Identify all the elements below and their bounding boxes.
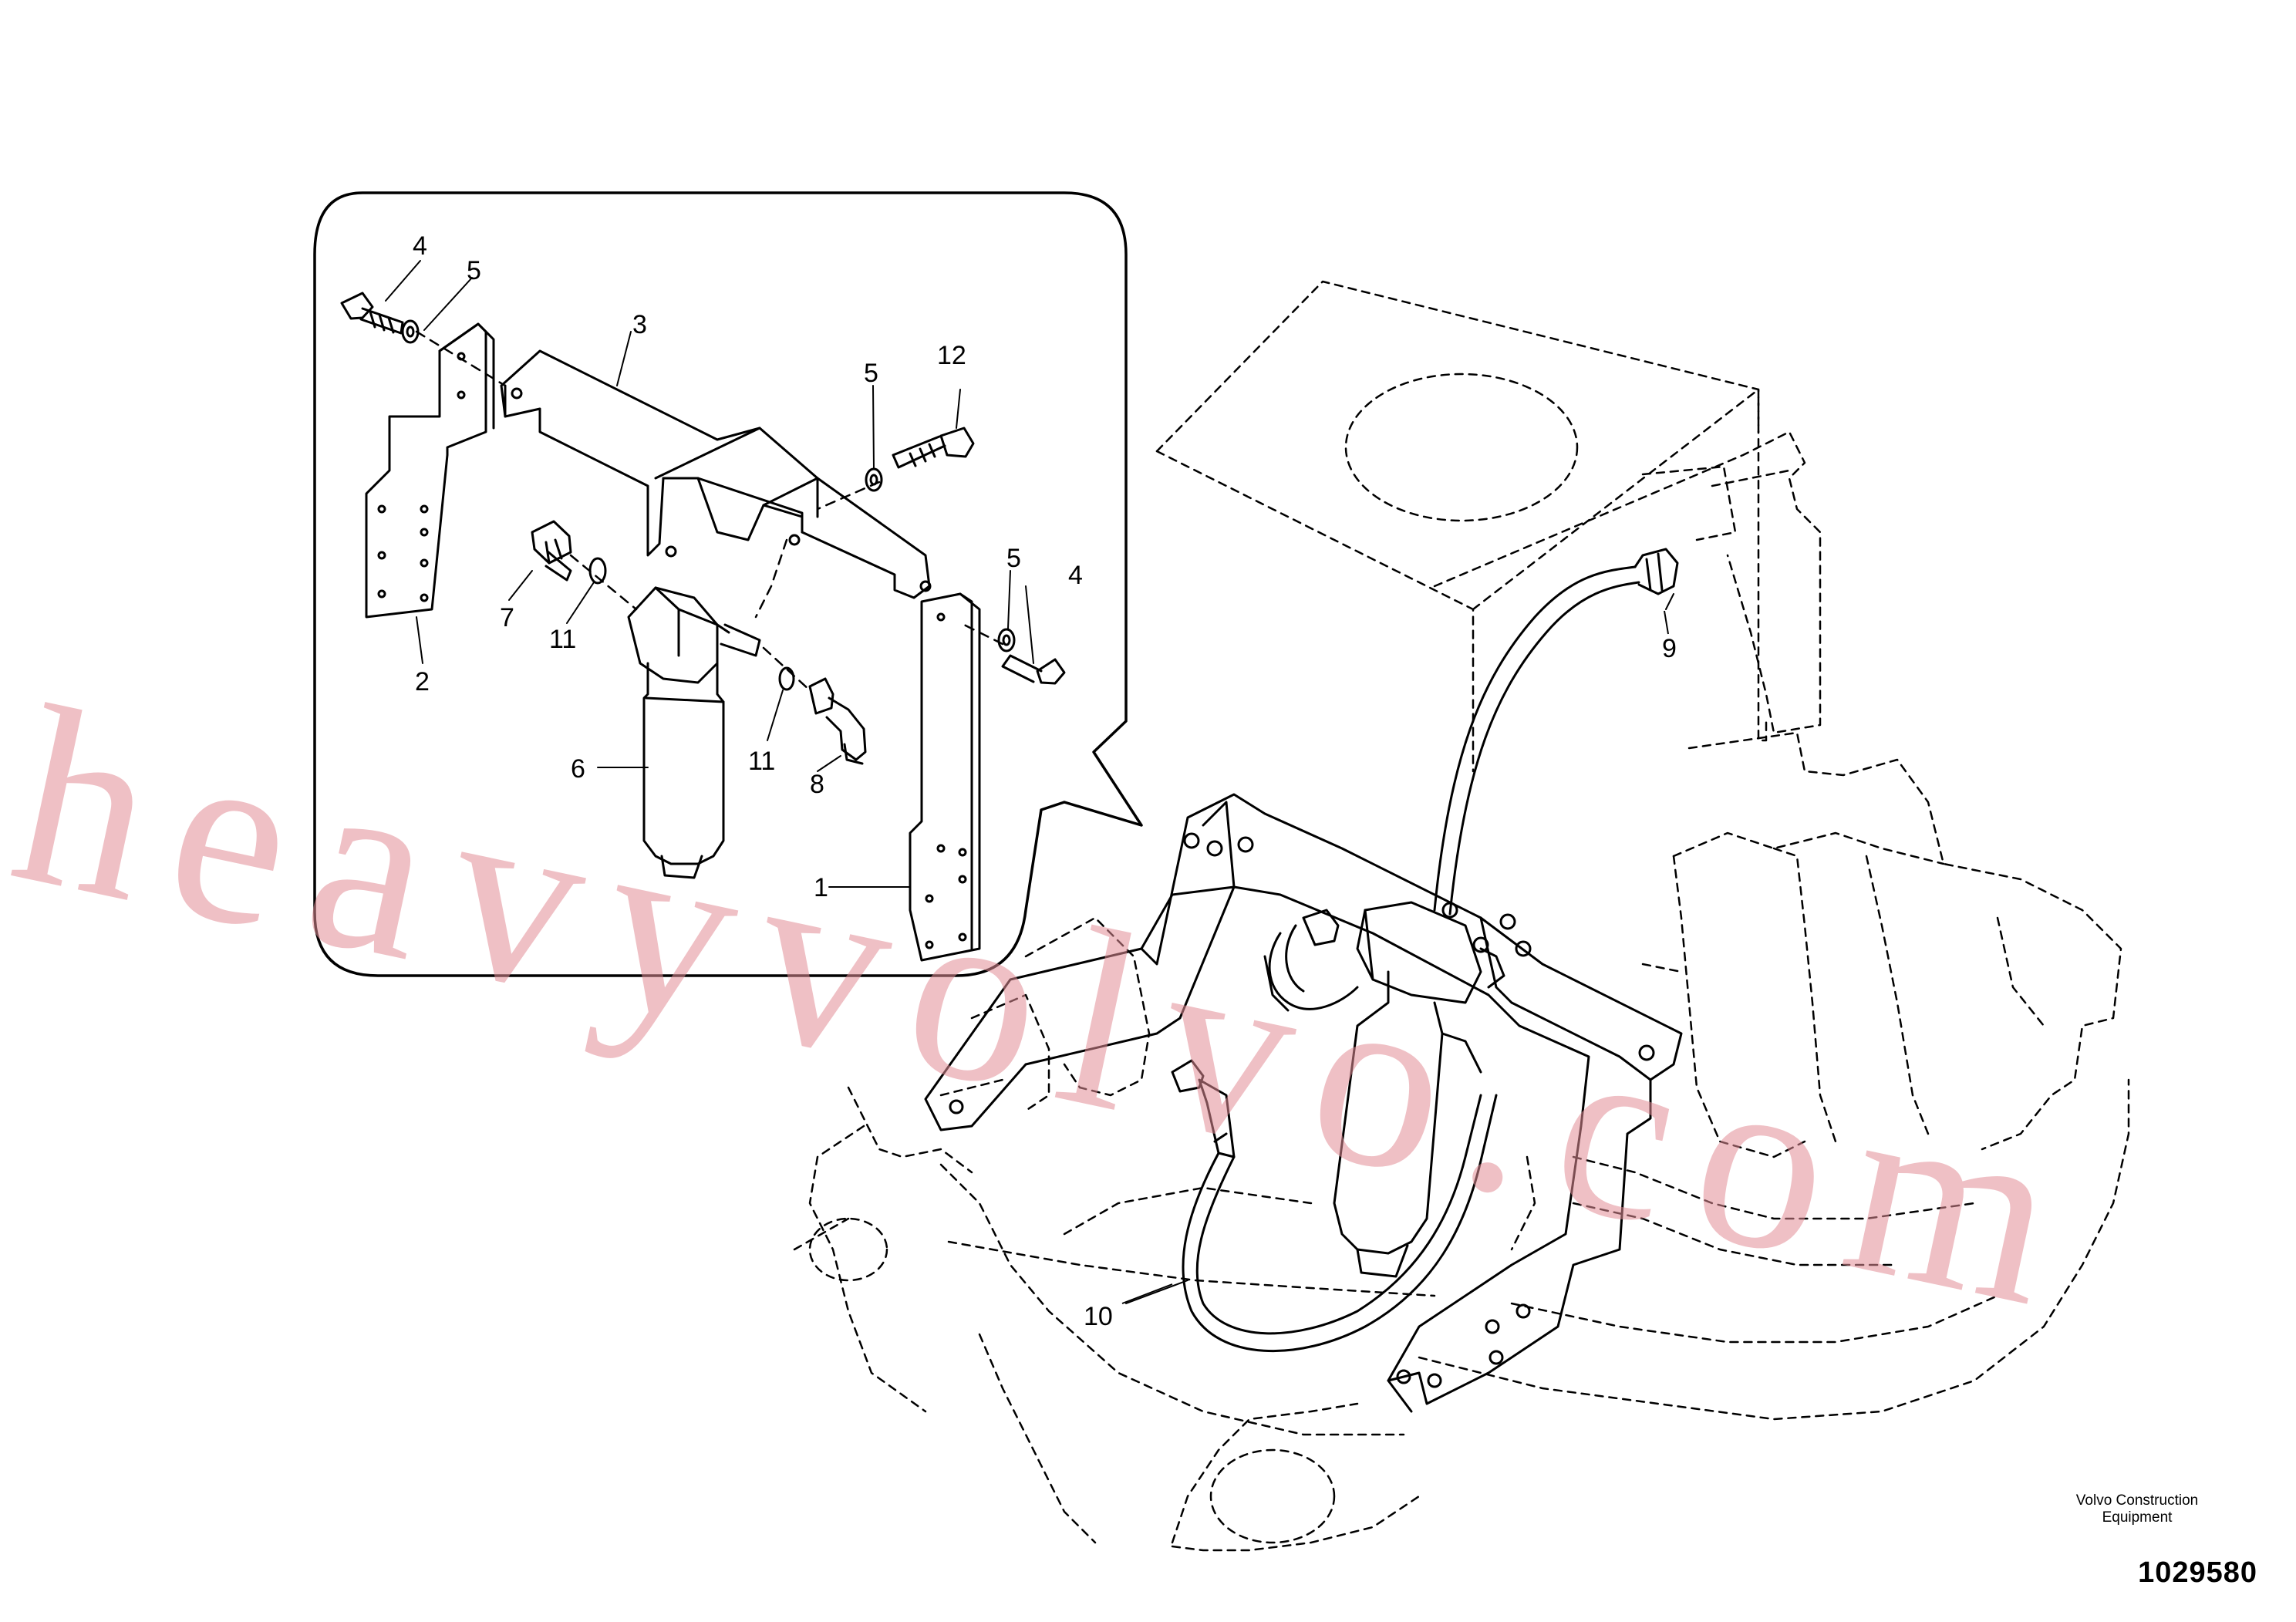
callout-4: 4 bbox=[413, 231, 427, 261]
callout-11b: 11 bbox=[748, 747, 775, 776]
bolt-top-left-part bbox=[340, 292, 404, 335]
publisher-line-2: Equipment bbox=[2102, 1509, 2173, 1526]
callout-4b: 4 bbox=[1068, 561, 1083, 590]
callout-2: 2 bbox=[415, 667, 430, 696]
callout-5b: 5 bbox=[864, 359, 878, 388]
bracket-top-part bbox=[500, 349, 931, 599]
washer-mid-part bbox=[865, 467, 883, 492]
bracket-left-part bbox=[365, 322, 487, 619]
hose-upper-loop bbox=[1263, 909, 1359, 1012]
detail-callout-bubble bbox=[313, 191, 1143, 977]
bolt-12-part bbox=[892, 427, 975, 469]
hose-9 bbox=[1433, 548, 1679, 916]
o-ring-11-part bbox=[588, 557, 607, 585]
callout-5: 5 bbox=[467, 256, 481, 285]
hose-10 bbox=[1171, 1059, 1498, 1353]
machine-frame-dashed bbox=[793, 280, 2130, 1552]
callout-7: 7 bbox=[500, 603, 514, 632]
bracket-right-part bbox=[909, 592, 981, 962]
washer-right-part bbox=[997, 628, 1016, 653]
callout-3: 3 bbox=[632, 310, 647, 339]
o-ring-11-lower-part bbox=[778, 666, 795, 691]
illustration-number: 1029580 bbox=[2138, 1556, 2257, 1589]
assembled-filter bbox=[1333, 901, 1505, 1278]
leader-lines bbox=[385, 260, 1674, 1304]
callout-12: 12 bbox=[937, 341, 966, 370]
callout-9: 9 bbox=[1662, 634, 1677, 663]
filter-6-part bbox=[627, 586, 761, 879]
callout-11: 11 bbox=[549, 625, 576, 654]
fitting-8-part bbox=[808, 677, 867, 765]
publisher-label: Volvo Construction Equipment bbox=[2021, 1492, 2253, 1526]
callout-10: 10 bbox=[1084, 1302, 1113, 1331]
callout-labels: 1 2 3 4 4 5 5 5 6 7 8 9 10 11 11 12 bbox=[413, 231, 1677, 1331]
assembled-bracket bbox=[924, 793, 1683, 1413]
callout-6: 6 bbox=[571, 754, 585, 784]
fitting-7-part bbox=[531, 520, 572, 582]
publisher-line-1: Volvo Construction bbox=[2075, 1492, 2199, 1509]
callout-5c: 5 bbox=[1006, 544, 1021, 573]
callout-8: 8 bbox=[810, 770, 824, 799]
bolt-right-part bbox=[1001, 654, 1066, 685]
bracket-left-flange bbox=[438, 322, 495, 430]
callout-1: 1 bbox=[814, 873, 828, 902]
